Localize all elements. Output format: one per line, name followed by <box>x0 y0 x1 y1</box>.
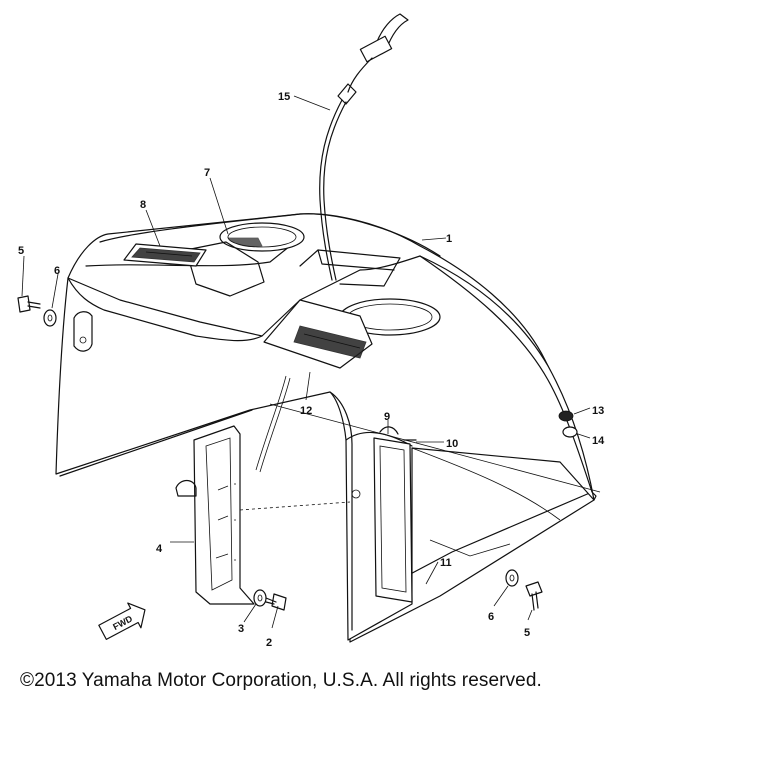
bolt-5-left <box>17 295 41 313</box>
hood-cover <box>55 213 601 643</box>
callout-13: 13 <box>592 405 604 417</box>
grommet-13-14 <box>558 410 578 438</box>
fwd-arrow: FWD <box>98 602 146 640</box>
callout-7: 7 <box>204 167 210 179</box>
bolt-2 <box>265 593 287 611</box>
callout-2: 2 <box>266 637 272 649</box>
callout-3: 3 <box>238 623 244 635</box>
decal-8 <box>123 243 207 267</box>
leader-lines <box>21 95 591 629</box>
side-panel-right <box>373 426 417 603</box>
washer-6-left <box>43 309 57 327</box>
decal-12 <box>263 299 373 369</box>
callout-4: 4 <box>156 543 163 555</box>
callout-11: 11 <box>440 557 452 569</box>
bolt-5-right <box>525 581 543 611</box>
washer-6-right <box>505 569 519 587</box>
side-panel-left <box>175 425 351 605</box>
callout-15: 15 <box>278 91 290 103</box>
callout-1: 1 <box>446 233 452 245</box>
callout-numbers: 1 2 3 4 5 6 7 8 9 10 11 12 13 14 15 6 5 <box>18 91 605 649</box>
callout-8: 8 <box>140 199 146 211</box>
callout-12: 12 <box>300 405 312 417</box>
copyright-notice: ©2013 Yamaha Motor Corporation, U.S.A. A… <box>20 670 542 691</box>
callout-5-right: 5 <box>524 627 530 639</box>
callout-6-right: 6 <box>488 611 494 623</box>
parts-diagram: FWD 1 2 3 4 5 6 7 8 9 10 11 12 13 14 15 … <box>17 13 605 649</box>
washer-3 <box>253 589 267 607</box>
callout-6: 6 <box>54 265 60 277</box>
callout-5: 5 <box>18 245 24 257</box>
choke-cable <box>255 13 409 473</box>
callout-14: 14 <box>592 435 605 447</box>
callout-10: 10 <box>446 438 458 450</box>
callout-9: 9 <box>384 411 390 423</box>
